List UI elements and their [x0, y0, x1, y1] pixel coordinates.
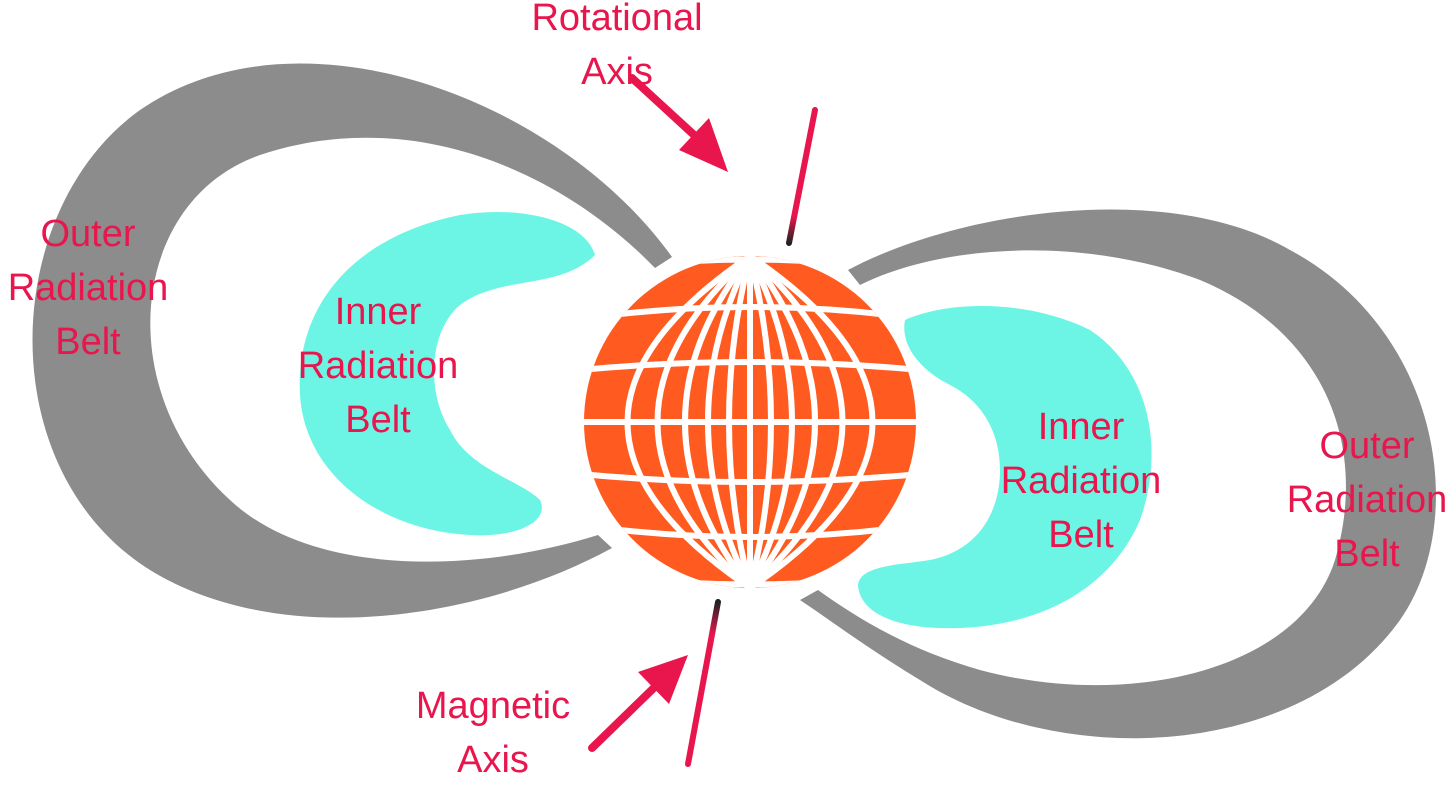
rotational-axis-arrow — [628, 74, 728, 172]
globe-grid — [584, 256, 916, 588]
inner-radiation-belt-right — [858, 306, 1152, 629]
inner-belt-right-label: Inner Radiation Belt — [1000, 406, 1162, 556]
rotational-axis-label: Rotational Axis — [531, 0, 703, 93]
magnetic-axis-label: Magnetic Axis — [415, 685, 571, 781]
earth-globe — [584, 256, 916, 588]
inner-belt-left-label: Inner Radiation Belt — [297, 291, 459, 441]
magnetic-axis-arrow — [588, 655, 688, 752]
outer-radiation-belt-right — [800, 209, 1436, 739]
magnetic-axis — [685, 107, 818, 767]
outer-radiation-belt-left — [32, 63, 672, 618]
outer-belt-left-label: Outer Radiation Belt — [7, 213, 169, 363]
outer-belt-right-label: Outer Radiation Belt — [1286, 425, 1448, 575]
inner-radiation-belt-left — [299, 211, 595, 536]
